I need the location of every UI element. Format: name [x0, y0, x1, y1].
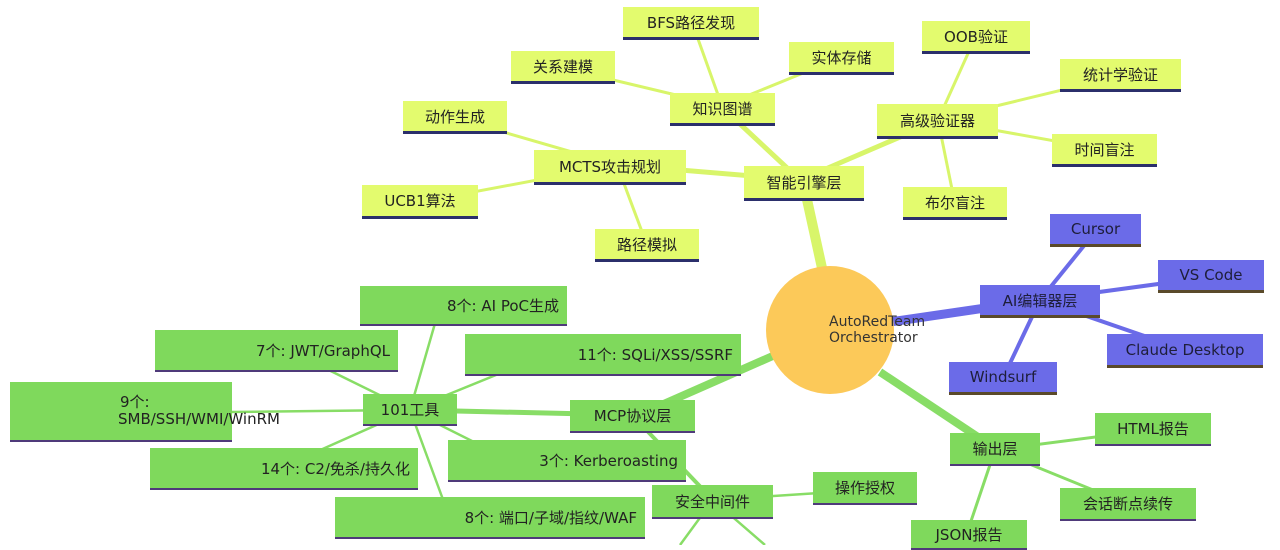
tool-lateral-node[interactable]: 9个: SMB/SSH/WMI/WinRM: [10, 382, 280, 442]
mcp-node[interactable]: MCP协议层: [570, 400, 695, 433]
bool-blind-node[interactable]: 布尔盲注: [903, 187, 1007, 220]
mcts-node[interactable]: MCTS攻击规划: [534, 150, 686, 185]
connector-center-output: [877, 368, 993, 449]
auth-node[interactable]: 操作授权: [813, 472, 917, 505]
cursor-node[interactable]: Cursor: [1050, 214, 1141, 247]
ai-editor-node[interactable]: AI编辑器层: [980, 285, 1100, 318]
html-report-node[interactable]: HTML报告: [1095, 413, 1211, 446]
vscode-node[interactable]: VS Code: [1158, 260, 1264, 293]
center-node[interactable]: AutoRedTeam Orchestrator: [766, 266, 925, 394]
path-sim-node[interactable]: 路径模拟: [595, 229, 699, 262]
action-gen-node[interactable]: 动作生成: [403, 101, 507, 134]
output-node[interactable]: 输出层: [950, 433, 1040, 466]
entity-node[interactable]: 实体存储: [789, 42, 894, 75]
bfs-node[interactable]: BFS路径发现: [623, 7, 759, 40]
tools-node[interactable]: 101工具: [363, 394, 457, 426]
kg-node[interactable]: 知识图谱: [670, 93, 775, 126]
verifier-node[interactable]: 高级验证器: [877, 104, 998, 139]
time-blind-node[interactable]: 时间盲注: [1052, 134, 1157, 167]
relation-node[interactable]: 关系建模: [511, 51, 615, 84]
security-node[interactable]: 安全中间件: [652, 485, 773, 519]
tool-recon-node[interactable]: 8个: 端口/子域/指纹/WAF: [335, 497, 645, 539]
tool-sqli-node[interactable]: 11个: SQLi/XSS/SSRF: [465, 334, 741, 376]
tool-lateral-count: 9个:: [120, 393, 150, 411]
ucb1-node[interactable]: UCB1算法: [362, 185, 478, 219]
connector-center-intel: [801, 193, 827, 270]
tool-lateral-list: SMB/SSH/WMI/WinRM: [118, 410, 280, 428]
center-line2: Orchestrator: [829, 330, 918, 346]
windsurf-node[interactable]: Windsurf: [949, 362, 1057, 395]
tool-kerberos-node[interactable]: 3个: Kerberoasting: [448, 440, 686, 482]
resume-node[interactable]: 会话断点续传: [1060, 488, 1196, 521]
tool-jwt-node[interactable]: 7个: JWT/GraphQL: [155, 330, 398, 372]
intel-root-node[interactable]: 智能引擎层: [744, 166, 864, 201]
stat-verify-node[interactable]: 统计学验证: [1060, 59, 1181, 92]
claude-desktop-node[interactable]: Claude Desktop: [1107, 334, 1263, 368]
tool-c2-node[interactable]: 14个: C2/免杀/持久化: [150, 448, 418, 490]
center-line1: AutoRedTeam: [829, 314, 926, 330]
json-report-node[interactable]: JSON报告: [911, 520, 1027, 550]
oob-node[interactable]: OOB验证: [922, 21, 1030, 54]
tool-ai-poc-node[interactable]: 8个: AI PoC生成: [360, 286, 567, 326]
